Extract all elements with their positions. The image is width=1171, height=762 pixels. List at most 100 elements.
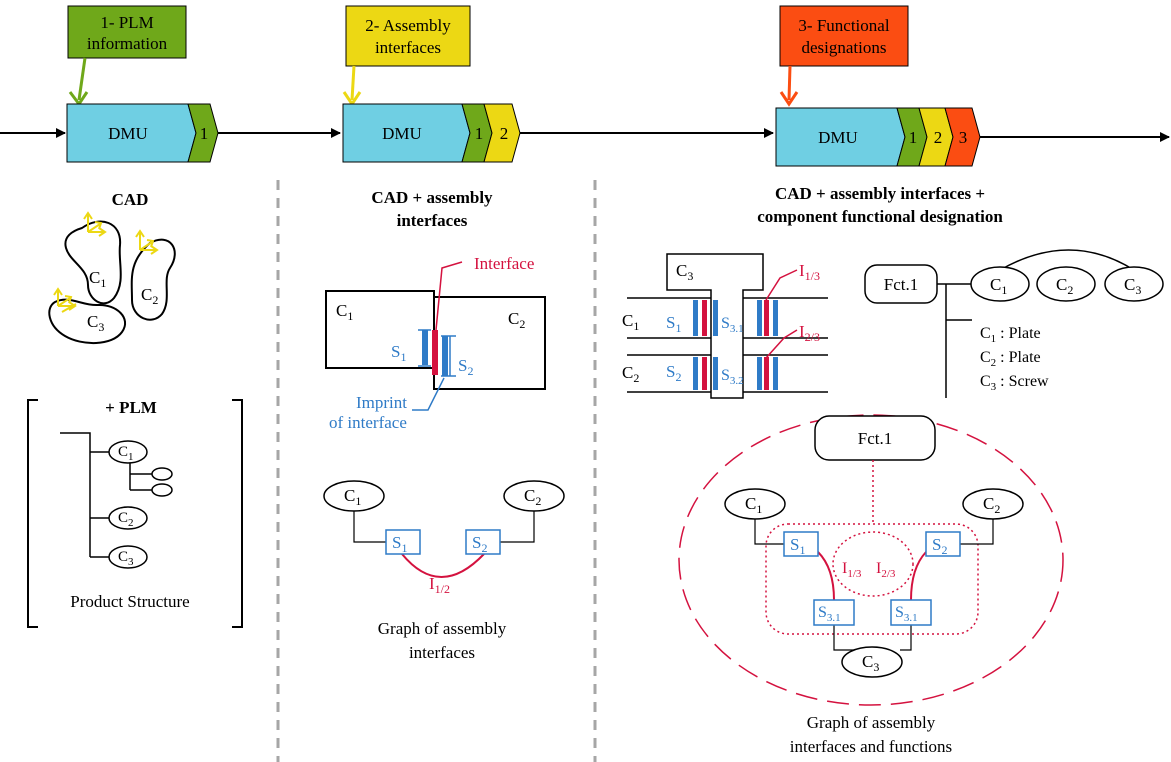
graph-node-s31-right-label: S3.1 — [895, 604, 918, 624]
panel-2-title-line-2: interfaces — [397, 211, 468, 230]
interface-i13-label: I1/3 — [799, 261, 820, 283]
part-c2-label: C2 — [508, 309, 525, 331]
panel-2-title-line-1: CAD + assembly — [371, 188, 493, 207]
stage-3-label-line-2: designations — [802, 38, 887, 57]
graph-node-c1 — [724, 488, 786, 520]
tree-node-c3 — [108, 545, 148, 569]
stage-1-tag-1 — [187, 103, 219, 163]
stage-3-input-arrow — [787, 65, 792, 101]
graph-node-s1 — [385, 529, 421, 555]
edge-i23 — [910, 551, 927, 601]
graph-node-c2 — [503, 480, 565, 512]
axis-frame-icon — [135, 229, 159, 255]
imprint-s31-right-bar — [757, 300, 762, 336]
imprint-s32-right-bar — [757, 357, 762, 390]
edge-s32-c3 — [900, 625, 912, 651]
graph-node-c3 — [841, 646, 903, 678]
panel-assembly-interfaces: CAD + assembly interfaces C1 C2 S1 S2 In… — [323, 188, 565, 662]
graph-node-c1 — [323, 480, 385, 512]
imprint-label-line-1: Imprint — [356, 393, 407, 412]
cad-part-label-c3: C3 — [87, 312, 104, 334]
interface-bar — [432, 330, 438, 375]
imprint-s32-left-bar — [713, 357, 718, 390]
imprint-s32-label: S3.2 — [721, 367, 744, 387]
tree-node-c1 — [108, 440, 148, 464]
interface-group-boundary — [765, 523, 979, 635]
stage-3-tag-2-label: 2 — [934, 128, 943, 147]
stage-1-tag-1-label: 1 — [200, 124, 209, 143]
graph-node-s1-label: S1 — [790, 535, 805, 557]
function-node-fct1-top-label: Fct.1 — [884, 275, 918, 294]
panel-3-graph-caption-line-2: interfaces and functions — [790, 737, 952, 756]
graph-node-s2 — [925, 531, 961, 557]
interface-leader-line — [435, 261, 463, 331]
function-node-fct1-label: Fct.1 — [858, 429, 892, 448]
stage-1-label-line-2: information — [87, 34, 168, 53]
imprint-label-line-2: of interface — [329, 413, 407, 432]
edge-c2-s2 — [960, 518, 994, 545]
graph-node-s31-left-label: S3.1 — [818, 604, 841, 624]
function-node-c3-label: C3 — [1124, 275, 1141, 297]
function-scope-boundary — [678, 414, 1064, 706]
panel-3-graph-caption-line-1: Graph of assembly — [807, 713, 936, 732]
interface-i13-leader — [765, 269, 798, 301]
tree-node-c2 — [108, 506, 148, 530]
stage-3-label-line-1: 3- Functional — [798, 16, 889, 35]
product-structure-tree — [60, 432, 152, 558]
panel-2-graph-caption-line-2: interfaces — [409, 643, 475, 662]
stage-2-tag-2-label: 2 — [500, 124, 509, 143]
stage-1: 1- PLM information DMU 1 — [66, 5, 219, 163]
interface-i23-right-bar — [764, 357, 769, 390]
stage-1-label-line-1: 1- PLM — [100, 13, 153, 32]
imprint-leader-line — [412, 377, 445, 411]
imprint-s1-label: S1 — [391, 342, 406, 364]
imprint-s2-bar — [442, 336, 448, 376]
axis-frame-icon — [83, 211, 107, 237]
interface-i13-left-bar — [702, 300, 707, 336]
graph-node-s31-right — [890, 599, 932, 626]
graph-node-s2 — [465, 529, 501, 555]
panel-2-graph-caption-line-1: Graph of assembly — [378, 619, 507, 638]
function-node-c3 — [1104, 266, 1164, 302]
imprint-s1-label: S1 — [666, 313, 681, 335]
function-node-c2 — [1036, 266, 1096, 302]
axis-frame-icon — [53, 287, 77, 313]
imprint-bracket — [418, 329, 456, 377]
stage-2-dmu-label: DMU — [382, 124, 422, 143]
panel-1-title: CAD — [112, 190, 149, 209]
cad-part-c3 — [48, 298, 126, 345]
plate-c2 — [627, 354, 828, 393]
interface-i23-left-bar — [702, 357, 707, 390]
graph-node-s1-label: S1 — [392, 533, 407, 555]
imprint-s1-bar — [693, 300, 698, 336]
product-structure-caption: Product Structure — [70, 592, 189, 611]
graph-node-c2 — [962, 488, 1024, 520]
edge-s31-c3 — [833, 625, 872, 651]
function-node-c1 — [970, 266, 1030, 302]
graph-edge-c1-s1 — [353, 508, 386, 543]
function-node-c1-label: C1 — [990, 275, 1007, 297]
cad-part-label-c1: C1 — [89, 268, 106, 290]
panel-3-title-line-2: component functional designation — [757, 207, 1003, 226]
tree-node-c2-label: C2 — [118, 510, 134, 529]
timeline — [0, 128, 1170, 142]
cad-part-c2 — [130, 238, 176, 321]
stage-2-tag-2 — [483, 103, 521, 163]
imprint-s2-label: S2 — [666, 362, 681, 384]
graph-edge-i12-label: I1/2 — [429, 574, 450, 596]
panel-cad: CAD C1 C2 C3 + PLM — [27, 190, 243, 628]
interface-i13-right-bar — [764, 300, 769, 336]
plm-left-bracket — [27, 399, 38, 628]
imprint-s1-right-bar — [773, 300, 778, 336]
cad-part-label-c2: C2 — [141, 285, 158, 307]
imprint-s1-bar — [422, 330, 428, 365]
interface-pair-boundary — [832, 531, 914, 597]
stage-1-dmu-label: DMU — [108, 124, 148, 143]
designation-c3: C3 : Screw — [980, 373, 1049, 393]
stage-2-tag-1-label: 1 — [475, 124, 484, 143]
graph-node-s2-label: S2 — [932, 535, 947, 557]
stage-2-input-arrow — [350, 65, 356, 101]
stage-3-tag-1-label: 1 — [909, 128, 918, 147]
imprint-s2-bar — [693, 357, 698, 390]
cad-part-c1 — [64, 220, 122, 305]
